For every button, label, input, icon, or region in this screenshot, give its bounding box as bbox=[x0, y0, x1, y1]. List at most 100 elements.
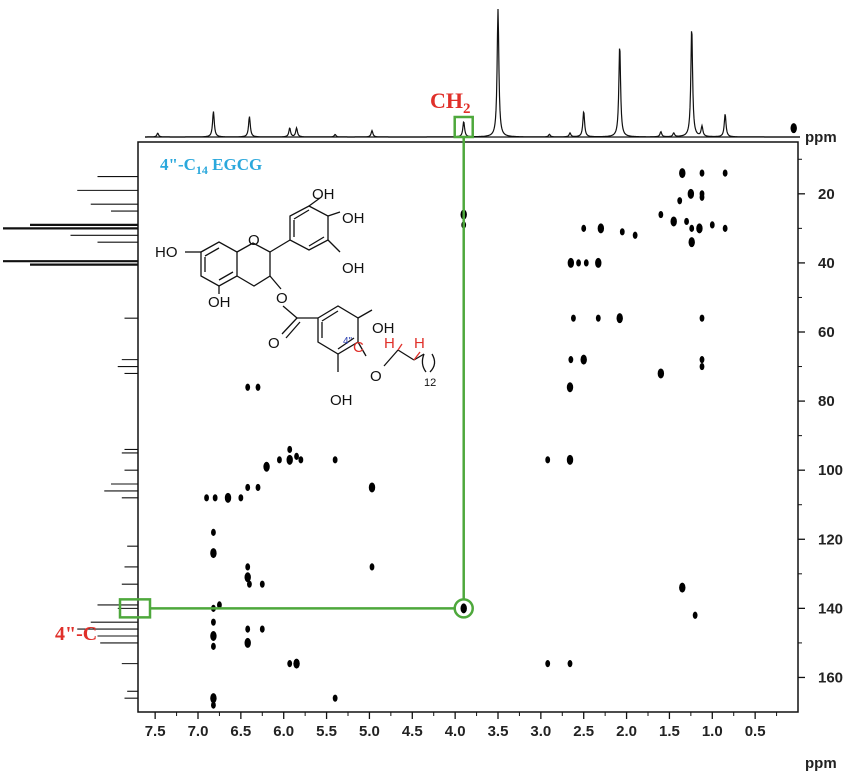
cross-peak-53 bbox=[211, 528, 216, 536]
svg-text:12: 12 bbox=[424, 377, 436, 389]
x-tick-label-12: 1.5 bbox=[659, 723, 680, 740]
x-tick-label-9: 3.0 bbox=[530, 723, 551, 740]
svg-text:OH: OH bbox=[330, 392, 353, 409]
cross-peak-51 bbox=[224, 492, 232, 503]
cross-peak-15 bbox=[688, 237, 695, 248]
svg-text:C: C bbox=[353, 339, 364, 356]
cross-peak-43 bbox=[332, 456, 338, 464]
cross-peak-23 bbox=[583, 259, 589, 267]
y-tick-label-1: 40 bbox=[818, 255, 835, 272]
x-tick-label-6: 4.5 bbox=[402, 723, 423, 740]
cross-peak-1 bbox=[699, 169, 705, 177]
svg-text:HO: HO bbox=[155, 244, 178, 261]
cross-peak-31 bbox=[699, 356, 705, 364]
cross-peak-58 bbox=[247, 580, 252, 588]
cross-peak-70 bbox=[211, 642, 216, 650]
plot-frame bbox=[137, 141, 799, 713]
cross-peak-19 bbox=[581, 224, 587, 232]
cross-peak-68 bbox=[259, 625, 265, 633]
svg-text:4": 4" bbox=[343, 336, 353, 347]
cross-peak-52 bbox=[238, 494, 244, 502]
cross-peak-66 bbox=[210, 631, 217, 641]
cross-peak-59 bbox=[259, 580, 265, 588]
cross-peak-25 bbox=[571, 314, 576, 322]
svg-text:O: O bbox=[248, 232, 260, 249]
svg-text:O: O bbox=[370, 368, 382, 385]
cross-peak-30 bbox=[580, 354, 587, 365]
cross-peak-34 bbox=[245, 383, 251, 391]
x-tick-label-2: 6.5 bbox=[230, 723, 251, 740]
compound-label: 4"-C14 EGCG bbox=[160, 155, 262, 177]
x-tick-label-7: 4.0 bbox=[445, 723, 466, 740]
cross-peak-65 bbox=[211, 618, 216, 626]
cross-peak-16 bbox=[632, 231, 638, 239]
cross-peak-38 bbox=[294, 452, 299, 460]
y-axis: 20 40 60 80 100 120 140 160 bbox=[798, 158, 843, 686]
cross-peak-41 bbox=[277, 456, 282, 464]
x-tick-label-8: 3.5 bbox=[488, 723, 509, 740]
correlation-circle bbox=[453, 598, 474, 619]
svg-text:OH: OH bbox=[312, 186, 335, 203]
cross-peak-57 bbox=[244, 572, 251, 583]
cross-peak-21 bbox=[567, 257, 575, 268]
cross-peak-63 bbox=[460, 603, 467, 614]
y-tick-label-4: 100 bbox=[818, 462, 843, 479]
y-tick-label-3: 80 bbox=[818, 393, 835, 410]
cross-peak-60 bbox=[679, 582, 686, 593]
cross-peak-3 bbox=[687, 188, 695, 199]
cross-peak-9 bbox=[670, 216, 677, 227]
x-tick-label-10: 2.5 bbox=[573, 723, 594, 740]
carbon-label: 4"-C bbox=[55, 623, 97, 645]
cross-peak-18 bbox=[597, 223, 605, 234]
cross-peak-24 bbox=[595, 257, 602, 268]
y-tick-label-7: 160 bbox=[818, 669, 843, 686]
cross-peak-0 bbox=[679, 168, 686, 179]
cross-peak-54 bbox=[210, 548, 217, 559]
cross-peak-47 bbox=[255, 483, 261, 492]
cross-peak-5 bbox=[677, 197, 683, 205]
cross-peak-35 bbox=[255, 383, 261, 391]
x-tick-label-4: 5.5 bbox=[316, 723, 337, 740]
cross-peak-64 bbox=[692, 611, 698, 619]
cross-peak-33 bbox=[657, 368, 665, 379]
y-tick-label-0: 20 bbox=[818, 186, 835, 203]
svg-text:OH: OH bbox=[342, 260, 365, 277]
cross-peak-12 bbox=[696, 223, 703, 234]
svg-text:OH: OH bbox=[372, 320, 395, 337]
cross-peak-37 bbox=[287, 445, 293, 454]
cross-peak-36 bbox=[566, 382, 574, 393]
cross-peak-13 bbox=[709, 221, 715, 229]
cross-peak-17 bbox=[619, 228, 625, 236]
top-ppm-label: ppm bbox=[805, 129, 837, 146]
cross-peak-14 bbox=[722, 224, 728, 232]
cross-peak-71 bbox=[287, 660, 293, 668]
c13-projection-spectrum bbox=[3, 175, 138, 699]
x-tick-label-13: 1.0 bbox=[702, 723, 723, 740]
cross-peak-55 bbox=[245, 563, 251, 571]
y-tick-label-6: 140 bbox=[818, 600, 843, 617]
cross-peak-72 bbox=[293, 658, 300, 669]
y-tick-label-2: 60 bbox=[818, 324, 835, 341]
x-tick-label-11: 2.0 bbox=[616, 723, 637, 740]
cross-peak-62 bbox=[217, 601, 222, 609]
ch2-label: CH2 bbox=[430, 88, 471, 117]
cross-peak-2 bbox=[722, 169, 728, 177]
cross-peak-28 bbox=[699, 314, 705, 322]
x-tick-label-3: 6.0 bbox=[273, 723, 294, 740]
cross-peak-75 bbox=[210, 693, 217, 704]
cross-peak-32 bbox=[699, 362, 705, 371]
cross-peak-44 bbox=[545, 456, 551, 464]
cross-peak-27 bbox=[616, 313, 623, 324]
cross-peak-40 bbox=[298, 456, 304, 464]
cross-peak-20 bbox=[699, 193, 705, 201]
chemical-structure bbox=[185, 197, 436, 373]
cross-peak-39 bbox=[286, 454, 293, 465]
y-tick-label-5: 120 bbox=[818, 531, 843, 548]
cross-peak-10 bbox=[684, 217, 689, 226]
cross-peak-76 bbox=[211, 701, 216, 709]
cross-peak-22 bbox=[576, 259, 581, 267]
cross-peak-42 bbox=[263, 461, 270, 472]
cross-peak-67 bbox=[245, 625, 251, 633]
